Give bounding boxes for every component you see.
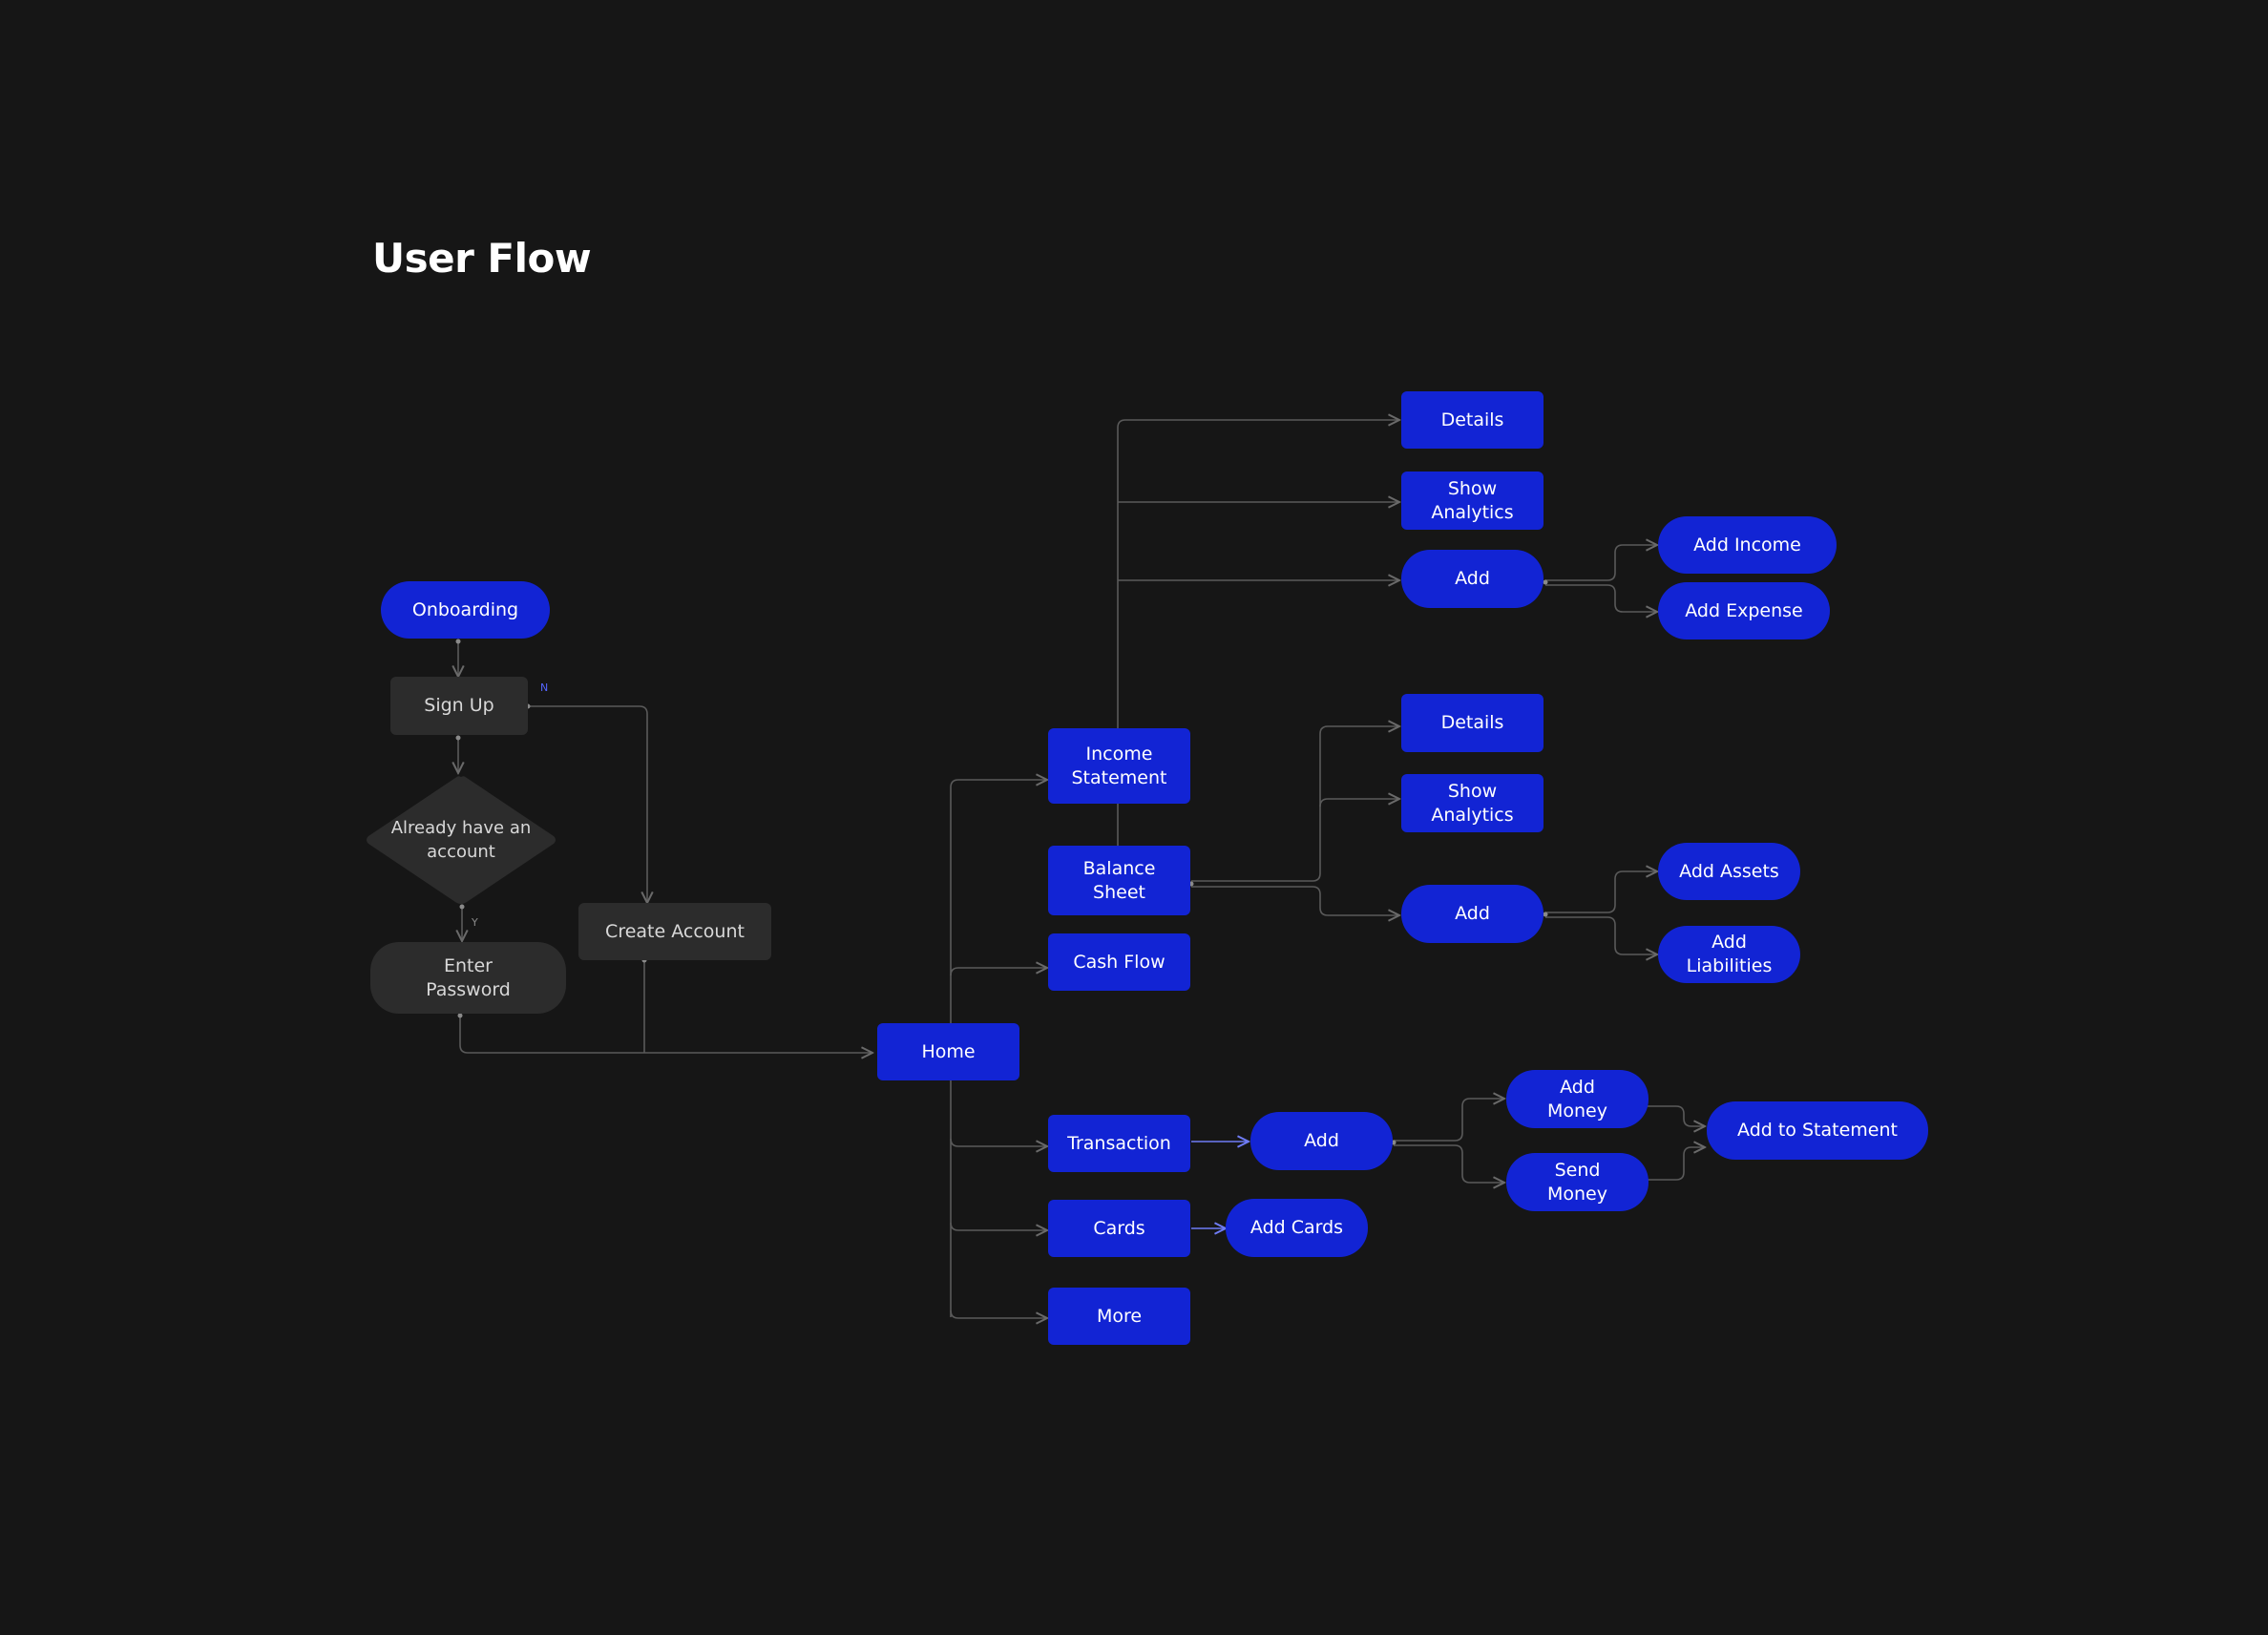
node-add-money[interactable]: Add Money [1506,1070,1648,1128]
edge-home-cashflow [950,968,1047,976]
node-income-details[interactable]: Details [1401,391,1544,449]
node-add-to-statement[interactable]: Add to Statement [1707,1101,1928,1160]
edge-txadd-addmoney [1394,1099,1504,1142]
node-already-have-account[interactable]: Already have an account [365,775,557,905]
edge-addmoney-statement [1648,1105,1705,1126]
node-income-show-analytics[interactable]: Show Analytics [1401,472,1544,530]
node-transaction[interactable]: Transaction [1048,1115,1190,1172]
node-balance-sheet[interactable]: Balance Sheet [1048,846,1190,915]
edge-isadd-expense [1545,584,1657,612]
edge-signup-create-account [528,705,647,903]
edge-income-trunk [1117,420,1399,728]
node-more[interactable]: More [1048,1288,1190,1345]
edge-home-cards [950,1222,1047,1230]
node-add-assets[interactable]: Add Assets [1658,843,1800,900]
node-enter-password[interactable]: Enter Password [370,942,566,1014]
node-add-cards[interactable]: Add Cards [1226,1199,1368,1257]
node-add-expense[interactable]: Add Expense [1658,582,1830,639]
node-balance-details[interactable]: Details [1401,694,1544,752]
node-cash-flow[interactable]: Cash Flow [1048,933,1190,991]
node-send-money[interactable]: Send Money [1506,1153,1648,1211]
edge-balance-add [1191,886,1399,915]
edge-home-trunk-up [950,780,1047,1023]
edge-txadd-sendmoney [1394,1144,1504,1183]
edge-balance-details [1191,726,1399,882]
node-create-account[interactable]: Create Account [578,903,771,960]
diagram-title: User Flow [372,235,592,282]
edge-password-home [459,1016,872,1053]
edge-bsadd-liabilities [1545,916,1657,954]
decision-diamond-shape [367,776,556,904]
edge-bsadd-assets [1545,871,1657,913]
branch-label-no: N [540,681,549,694]
node-home[interactable]: Home [877,1023,1019,1080]
edge-home-transaction [950,1138,1047,1146]
branch-label-yes: Y [472,916,478,929]
node-balance-add[interactable]: Add [1401,885,1544,943]
node-income-statement[interactable]: Income Statement [1048,728,1190,804]
edge-home-more [950,1310,1047,1318]
node-add-income[interactable]: Add Income [1658,516,1837,574]
node-balance-show-analytics[interactable]: Show Analytics [1401,774,1544,832]
node-transaction-add[interactable]: Add [1250,1112,1393,1170]
edge-balance-analytics [1319,799,1399,807]
node-income-add[interactable]: Add [1401,550,1544,608]
node-add-liabilities[interactable]: Add Liabilities [1658,926,1800,983]
edge-sendmoney-statement [1648,1147,1705,1181]
decision-label: Already have an account [390,818,532,862]
edge-isadd-income [1545,545,1657,581]
node-cards[interactable]: Cards [1048,1200,1190,1257]
node-onboarding[interactable]: Onboarding [381,581,550,639]
node-sign-up[interactable]: Sign Up [390,677,528,735]
